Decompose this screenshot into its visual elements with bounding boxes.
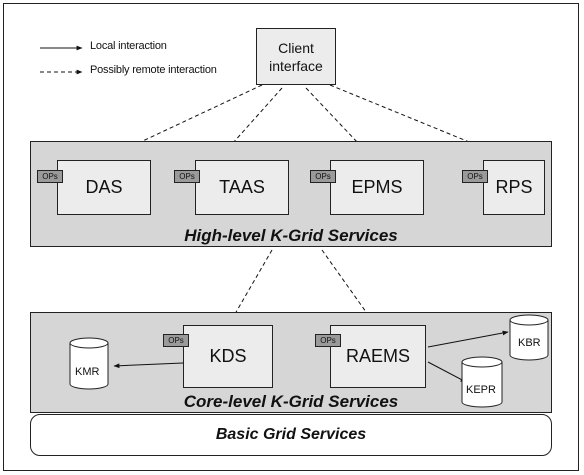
kepr-label: KEPR bbox=[466, 384, 496, 396]
raems-ops-tag: OPs bbox=[315, 334, 341, 347]
kbr-cylinder bbox=[509, 314, 549, 361]
arrow-raems-kbr bbox=[427, 330, 509, 348]
basic-grid-services-label: Basic Grid Services bbox=[215, 426, 367, 443]
epms-label: EPMS bbox=[351, 177, 403, 197]
rps-label: RPS bbox=[495, 177, 533, 197]
basic-grid-services-box: Basic Grid Services bbox=[30, 414, 552, 456]
kds-ops-tag: OPs bbox=[163, 334, 189, 347]
kbr-label: KBR bbox=[518, 337, 541, 349]
epms-ops-tag: OPs bbox=[310, 170, 336, 183]
taas-label: TAAS bbox=[219, 177, 265, 197]
kmr-cylinder bbox=[69, 337, 109, 390]
high-level-label: High-level K-Grid Services bbox=[184, 226, 398, 245]
rps-ops-tag: OPs bbox=[462, 170, 488, 183]
epms-box: EPMS bbox=[330, 160, 424, 215]
taas-box: TAAS bbox=[195, 160, 289, 215]
arrow-raems-kepr bbox=[427, 361, 467, 383]
legend-remote-label: Possibly remote interaction bbox=[90, 64, 217, 76]
arrow-kds-kmr bbox=[113, 362, 184, 369]
client-interface-box: Client interface bbox=[256, 28, 336, 85]
das-box: DAS bbox=[57, 160, 151, 215]
raems-box: RAEMS bbox=[330, 325, 426, 388]
kds-box: KDS bbox=[183, 325, 273, 388]
das-ops-tag: OPs bbox=[37, 170, 63, 183]
kmr-label: KMR bbox=[75, 366, 100, 378]
taas-ops-tag: OPs bbox=[174, 170, 200, 183]
rps-box: RPS bbox=[483, 160, 545, 215]
kepr-cylinder bbox=[461, 356, 503, 408]
client-interface-line2: interface bbox=[269, 58, 323, 74]
client-interface-line1: Client bbox=[278, 40, 314, 56]
arrow-client-taas bbox=[215, 87, 283, 163]
legend-local-label: Local interaction bbox=[90, 40, 167, 52]
kds-label: KDS bbox=[209, 346, 247, 366]
core-level-label: Core-level K-Grid Services bbox=[183, 392, 399, 411]
das-label: DAS bbox=[85, 177, 123, 197]
raems-label: RAEMS bbox=[345, 346, 410, 366]
